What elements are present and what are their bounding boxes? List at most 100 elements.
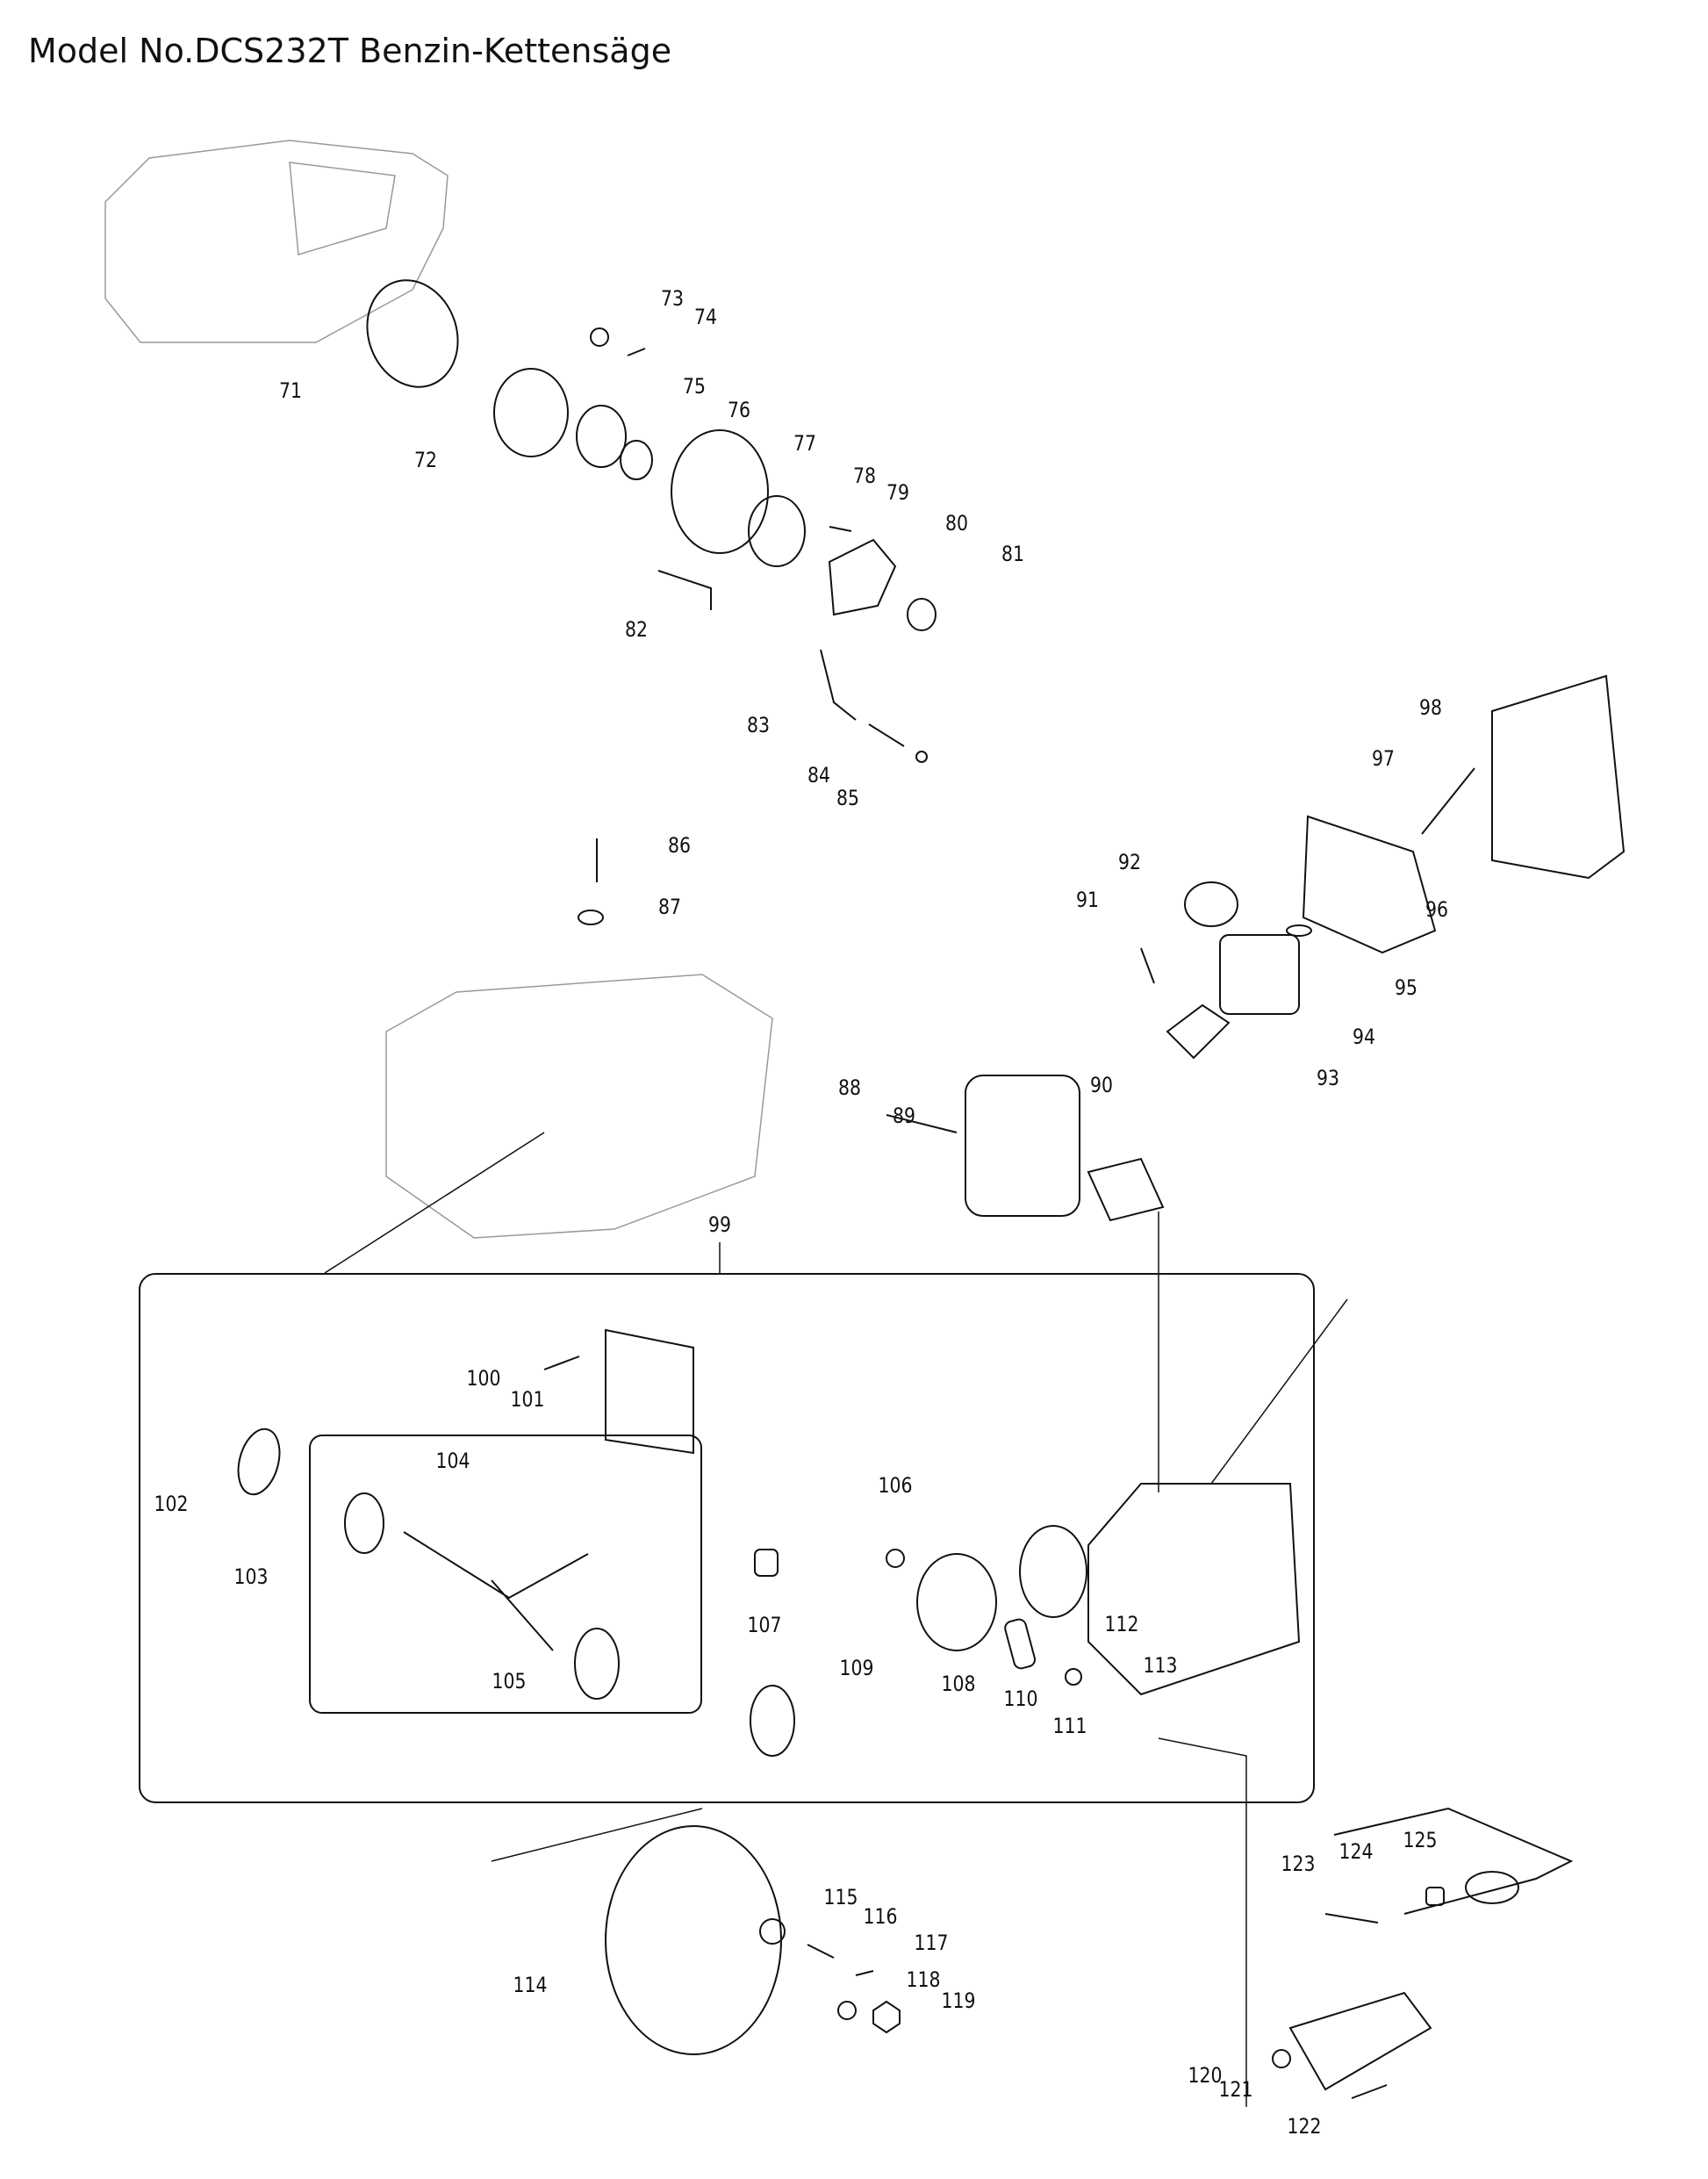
part-115	[759, 1918, 786, 1945]
part-114	[605, 1825, 782, 2055]
part-label-72: 72	[414, 448, 437, 472]
part-label-83: 83	[747, 713, 770, 737]
part-116	[807, 1944, 835, 1959]
part-106	[886, 1549, 905, 1568]
part-73	[590, 327, 609, 347]
part-label-112: 112	[1104, 1612, 1139, 1636]
part-label-122: 122	[1287, 2114, 1322, 2139]
part-123	[1324, 1913, 1379, 1924]
part-label-84: 84	[807, 763, 830, 787]
part-91	[1140, 947, 1155, 984]
part-119	[872, 2000, 901, 2034]
part-108	[916, 1553, 997, 1651]
part-label-107: 107	[747, 1613, 782, 1637]
part-label-98: 98	[1419, 695, 1442, 720]
part-label-117: 117	[914, 1931, 949, 1955]
part-84	[868, 723, 905, 747]
part-label-95: 95	[1395, 975, 1417, 1000]
part-82	[657, 570, 712, 610]
part-label-108: 108	[941, 1672, 976, 1696]
part-label-102: 102	[154, 1492, 189, 1516]
part-118	[837, 2001, 857, 2020]
part-98	[1491, 674, 1625, 880]
part-label-86: 86	[668, 833, 691, 858]
part-label-75: 75	[683, 374, 706, 399]
part-92	[1184, 881, 1238, 927]
part-89	[965, 1075, 1080, 1217]
part-label-111: 111	[1052, 1714, 1087, 1738]
part-88	[886, 1114, 958, 1133]
part-label-113: 113	[1143, 1653, 1178, 1678]
part-label-109: 109	[839, 1656, 874, 1680]
part-label-71: 71	[279, 378, 302, 403]
part-125	[1465, 1871, 1519, 1904]
part-label-116: 116	[863, 1904, 898, 1929]
part-93	[1166, 1003, 1231, 1060]
part-75	[576, 405, 627, 468]
ignition-lead	[1333, 1807, 1574, 1915]
part-label-115: 115	[823, 1885, 858, 1909]
part-101	[605, 1328, 694, 1455]
part-label-99: 99	[708, 1212, 731, 1237]
part-87	[578, 910, 604, 925]
part-107	[754, 1549, 779, 1577]
part-71	[366, 279, 459, 388]
part-label-79: 79	[886, 480, 909, 505]
diagram-title: Model No.DCS232T Benzin-Kettensäge	[28, 32, 672, 70]
part-111	[1065, 1668, 1082, 1686]
part-label-78: 78	[853, 464, 876, 488]
part-label-119: 119	[941, 1988, 976, 2013]
part-85	[915, 751, 928, 763]
part-label-76: 76	[728, 398, 750, 422]
part-105	[574, 1628, 620, 1700]
part-83	[820, 649, 857, 721]
part-label-90: 90	[1090, 1073, 1113, 1097]
part-label-89: 89	[893, 1104, 915, 1128]
part-74	[627, 348, 646, 356]
leader-lines	[324, 1132, 1348, 2107]
part-77	[671, 429, 769, 554]
part-90	[1087, 1157, 1165, 1222]
part-label-106: 106	[878, 1473, 913, 1498]
part-112	[1019, 1525, 1087, 1618]
part-label-125: 125	[1403, 1828, 1438, 1852]
part-crankshaft	[403, 1531, 589, 1651]
crankshaft-subassembly-box	[309, 1435, 702, 1714]
part-label-81: 81	[1001, 542, 1024, 566]
part-104	[344, 1492, 384, 1554]
part-label-110: 110	[1003, 1686, 1038, 1711]
rear-handle-housing	[385, 974, 773, 1239]
part-121	[1288, 1991, 1432, 2091]
part-94	[1219, 934, 1300, 1015]
part-label-100: 100	[466, 1366, 501, 1391]
part-label-93: 93	[1317, 1066, 1339, 1090]
part-label-124: 124	[1338, 1839, 1374, 1864]
part-102	[237, 1427, 281, 1496]
part-97	[1421, 767, 1475, 835]
part-label-91: 91	[1076, 888, 1099, 912]
part-81	[907, 598, 937, 631]
part-117	[855, 1970, 874, 1976]
part-80	[828, 538, 897, 616]
part-label-118: 118	[906, 1967, 941, 1992]
part-label-96: 96	[1425, 897, 1448, 922]
engine-housing-outline	[104, 140, 449, 343]
part-label-87: 87	[658, 895, 681, 919]
part-label-80: 80	[945, 511, 968, 536]
part-95	[1286, 924, 1312, 937]
assembly-box-99	[139, 1273, 1315, 1803]
part-label-121: 121	[1218, 2077, 1253, 2102]
part-109	[750, 1685, 795, 1757]
part-110	[1004, 1618, 1037, 1670]
part-label-103: 103	[233, 1564, 269, 1589]
part-label-88: 88	[838, 1075, 861, 1100]
part-label-114: 114	[513, 1973, 548, 1997]
part-label-82: 82	[625, 617, 648, 642]
part-label-74: 74	[694, 305, 717, 329]
part-124	[1425, 1887, 1445, 1906]
part-122	[1351, 2084, 1388, 2099]
part-120	[1272, 2049, 1291, 2068]
part-label-92: 92	[1118, 850, 1141, 874]
part-label-94: 94	[1353, 1025, 1375, 1049]
